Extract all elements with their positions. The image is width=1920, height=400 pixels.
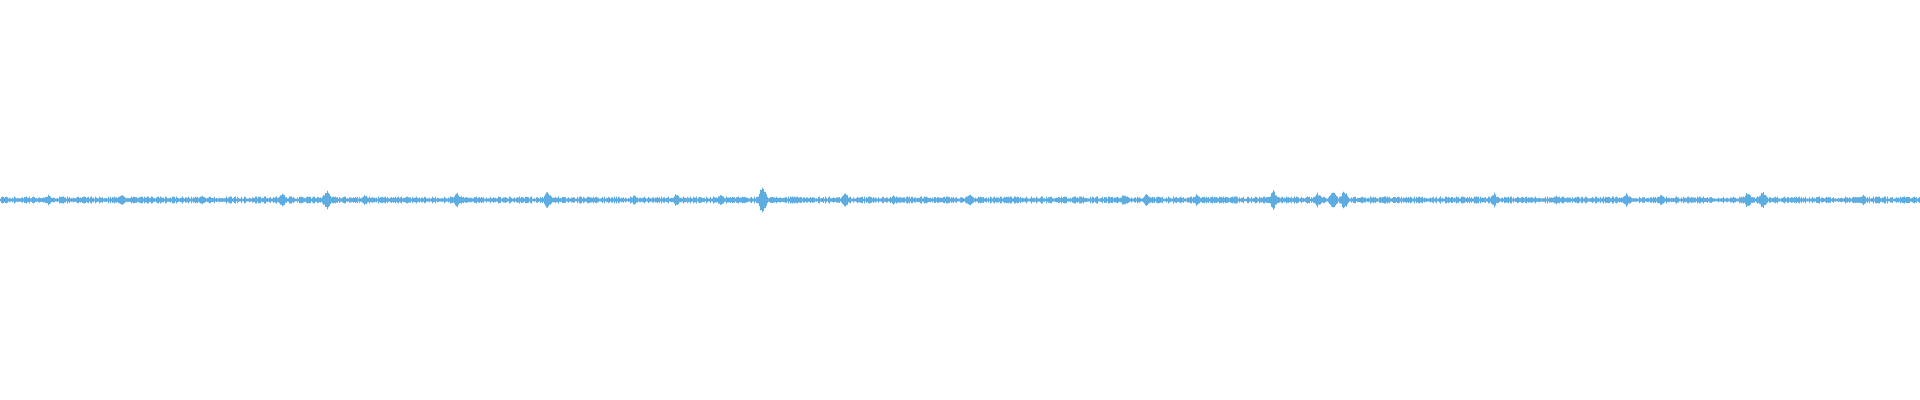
audio-waveform[interactable] [0,0,1920,400]
audio-waveform-panel[interactable] [0,0,1920,400]
